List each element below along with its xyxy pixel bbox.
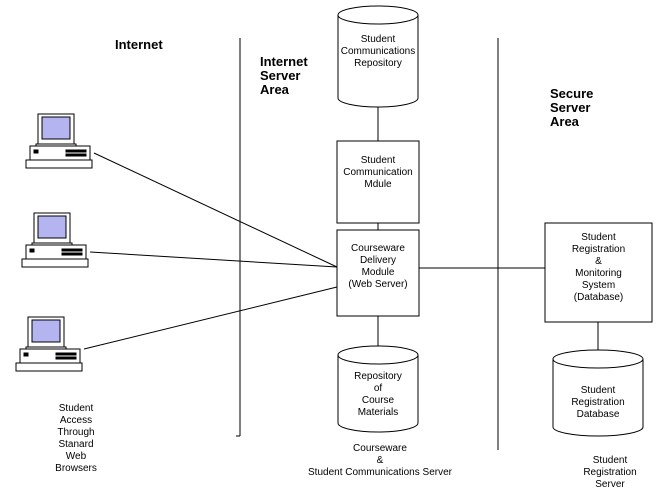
registration-db-cylinder: [552, 349, 644, 437]
comm-module-label: Student Communication Mdule: [343, 155, 413, 190]
registration-server-caption: Student Registration Server: [583, 455, 637, 490]
registration-db-label: Student Registration Database: [571, 385, 625, 420]
connector-pc2-web: [89, 251, 338, 268]
comms-repository-label: Student Communications Repository: [340, 34, 416, 69]
comms-repository-cylinder: [337, 5, 419, 108]
connector-pc1-web: [93, 152, 338, 268]
zone-label-internet-server: Internet Server Area: [260, 54, 308, 97]
registration-system-label: Student Registration & Monitoring System…: [571, 232, 626, 303]
zone-label-secure-server: Secure Server Area: [550, 86, 594, 129]
zone-label-internet: Internet: [115, 37, 163, 52]
computer-icon: [21, 212, 89, 268]
course-materials-cylinder: [337, 345, 419, 433]
registration-system-box: [544, 222, 653, 323]
computer-icon: [25, 113, 93, 169]
connector-pc3-web: [83, 286, 338, 350]
comm-module-box: [336, 140, 420, 224]
computer-icon: [15, 316, 83, 372]
course-materials-label: Repository of Course Materials: [354, 371, 402, 418]
courseware-delivery-box: [336, 229, 420, 317]
courseware-delivery-label: Courseware Delivery Module (Web Server): [348, 243, 408, 290]
clients-caption: Student Access Through Stanard Web Brows…: [55, 403, 97, 474]
courseware-server-caption: Courseware & Student Communications Serv…: [308, 443, 452, 478]
